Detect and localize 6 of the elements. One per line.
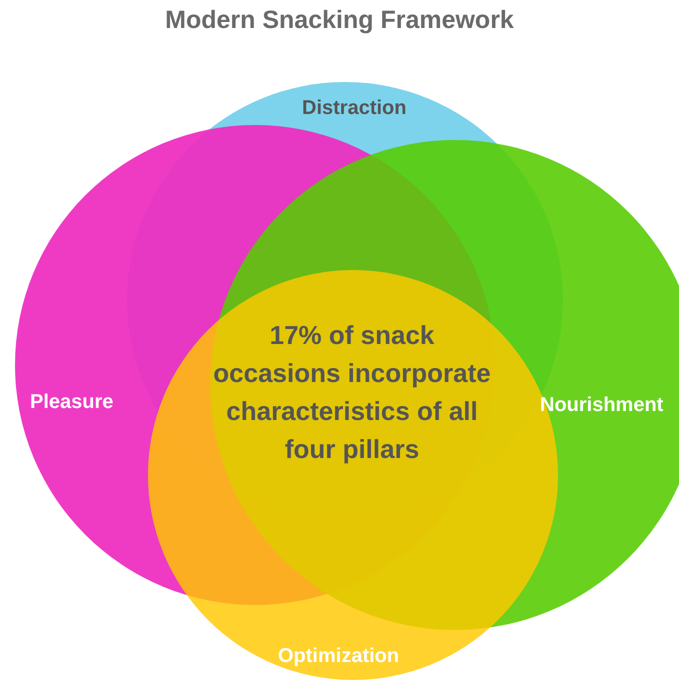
diagram-title: Modern Snacking Framework (164, 6, 515, 35)
circle-label: Pleasure (30, 391, 114, 414)
circle-label: Nourishment (540, 394, 664, 417)
circle-label: Optimization (278, 645, 400, 668)
center-note: 17% of snack occasions incorporate characteristics of all four pillars (212, 319, 492, 466)
circle-label: Distraction (302, 97, 406, 120)
